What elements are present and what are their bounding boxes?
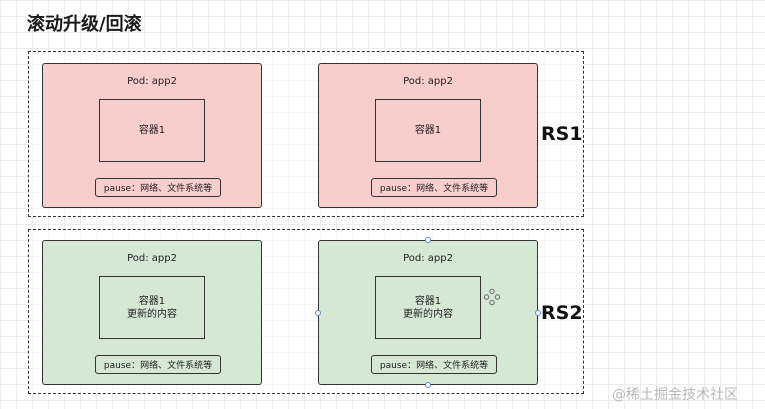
- move-cursor-icon: [483, 288, 501, 306]
- pod-box[interactable]: Pod: app2 容器1 更新的内容 pause：网络、文件系统等: [42, 240, 262, 385]
- container-box[interactable]: 容器1: [99, 99, 205, 162]
- pod-box[interactable]: Pod: app2 容器1 pause：网络、文件系统等: [318, 63, 538, 208]
- watermark-text: @稀土掘金技术社区: [612, 387, 738, 403]
- pause-container-box[interactable]: pause：网络、文件系统等: [371, 355, 497, 374]
- container-box[interactable]: 容器1 更新的内容: [375, 276, 481, 339]
- pause-container-box[interactable]: pause：网络、文件系统等: [95, 178, 221, 197]
- container-box[interactable]: 容器1: [375, 99, 481, 162]
- pod-title: Pod: app2: [127, 76, 177, 87]
- container-name: 容器1: [414, 125, 442, 136]
- container-note: 更新的内容: [127, 308, 177, 320]
- container-name: 容器1: [138, 125, 166, 136]
- resize-handle-right[interactable]: [535, 310, 541, 316]
- replicaset-label-rs1: RS1: [541, 123, 583, 145]
- page-title: 滚动升级/回滚: [27, 14, 142, 35]
- pause-container-box[interactable]: pause：网络、文件系统等: [371, 178, 497, 197]
- container-box[interactable]: 容器1 更新的内容: [99, 276, 205, 339]
- container-name: 容器1: [138, 295, 166, 307]
- resize-handle-left[interactable]: [315, 310, 321, 316]
- container-note: 更新的内容: [403, 308, 453, 320]
- pod-box[interactable]: Pod: app2 容器1 pause：网络、文件系统等: [42, 63, 262, 208]
- pod-title: Pod: app2: [403, 76, 453, 87]
- pause-container-box[interactable]: pause：网络、文件系统等: [95, 355, 221, 374]
- container-name: 容器1: [414, 295, 442, 307]
- pod-box-selected[interactable]: Pod: app2 容器1 更新的内容 pause：网络、文件系统等: [318, 240, 538, 385]
- resize-handle-top[interactable]: [425, 237, 431, 243]
- pod-title: Pod: app2: [127, 253, 177, 264]
- replicaset-label-rs2: RS2: [541, 302, 583, 324]
- resize-handle-bottom[interactable]: [425, 382, 431, 388]
- pod-title: Pod: app2: [403, 253, 453, 264]
